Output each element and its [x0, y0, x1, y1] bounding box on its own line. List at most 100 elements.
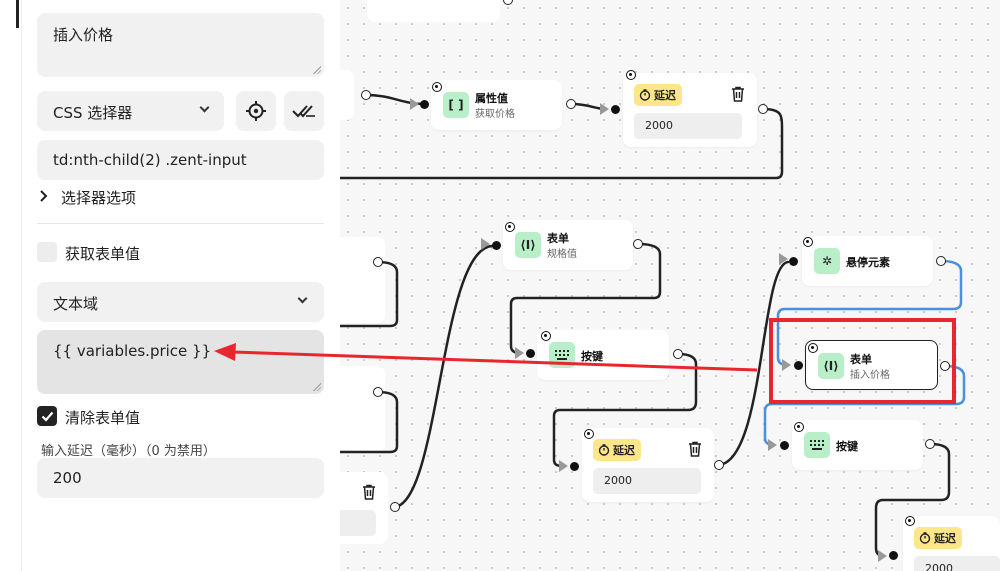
keyboard-icon	[804, 432, 830, 458]
input-port[interactable]	[780, 441, 789, 450]
output-port[interactable]	[566, 99, 576, 109]
description-text: 插入价格	[53, 26, 114, 44]
partial-delay-input[interactable]	[340, 510, 376, 536]
node-top-port[interactable]	[905, 516, 915, 526]
node-delay-3[interactable]: 延迟 2000	[903, 516, 1000, 571]
input-port[interactable]	[526, 349, 535, 358]
delay-label: 延迟	[934, 532, 956, 545]
node-top-port[interactable]	[541, 331, 551, 341]
selector-type-select[interactable]: CSS 选择器	[37, 91, 224, 131]
node-form-spec[interactable]: ⟨I⟩ 表单 规格值	[503, 220, 633, 270]
delay-badge: 延迟	[593, 439, 641, 461]
input-port[interactable]	[492, 241, 501, 250]
output-port[interactable]	[361, 90, 371, 100]
node-delay-2[interactable]: 延迟 2000	[582, 428, 714, 502]
output-port[interactable]	[373, 257, 383, 267]
node-keypress-2[interactable]: 按键	[792, 420, 923, 470]
input-arrow	[878, 550, 887, 562]
element-picker-button[interactable]	[236, 91, 276, 131]
timer-icon	[598, 444, 610, 456]
input-port[interactable]	[611, 105, 620, 114]
text-cursor-icon: ⟨I⟩	[818, 353, 844, 379]
input-delay-field[interactable]: 200	[37, 458, 324, 498]
check-icon	[41, 411, 53, 422]
chevron-down-icon	[199, 102, 210, 113]
input-delay-label: 输入延迟（毫秒）（0 为禁用）	[41, 444, 216, 459]
clear-form-value-label: 清除表单值	[65, 409, 141, 427]
delay-input[interactable]: 2000	[634, 113, 742, 139]
delay-input[interactable]: 2000	[593, 468, 701, 494]
node-subtitle: 插入价格	[850, 370, 890, 381]
output-port[interactable]	[673, 349, 683, 359]
resize-handle[interactable]	[313, 383, 321, 391]
output-port[interactable]	[940, 361, 950, 371]
node-top-port[interactable]	[432, 82, 442, 92]
selector-input[interactable]: td:nth-child(2) .zent-input	[37, 140, 324, 180]
partial-node-top[interactable]	[367, 0, 500, 22]
input-arrow	[515, 347, 524, 359]
trash-icon[interactable]	[688, 441, 702, 457]
panel-edge-bar	[16, 0, 19, 28]
chevron-right-icon	[40, 190, 48, 202]
input-port[interactable]	[889, 551, 898, 560]
output-port[interactable]	[714, 460, 724, 470]
output-port[interactable]	[936, 256, 946, 266]
output-port[interactable]	[758, 104, 768, 114]
delay-badge: 延迟	[634, 84, 682, 106]
trash-icon[interactable]	[362, 484, 376, 500]
text-cursor-icon: ⟨I⟩	[515, 232, 541, 258]
output-port[interactable]	[633, 239, 643, 249]
node-subtitle: 规格值	[547, 249, 577, 260]
input-port[interactable]	[789, 257, 798, 266]
node-attribute-value[interactable]: [ ] 属性值 获取价格	[431, 80, 562, 130]
node-hover-element[interactable]: ✲ 悬停元素	[802, 236, 933, 286]
trash-icon[interactable]	[731, 86, 745, 102]
node-keypress-1[interactable]: 按键	[537, 330, 669, 380]
node-title: 按键	[836, 440, 858, 453]
node-title: 悬停元素	[846, 256, 890, 269]
description-textarea[interactable]: 插入价格	[37, 13, 324, 77]
node-top-port[interactable]	[803, 237, 813, 247]
partial-node-left-3[interactable]	[340, 366, 385, 452]
node-delay-1[interactable]: 延迟 2000	[623, 73, 757, 147]
delay-label: 延迟	[613, 444, 635, 457]
output-port[interactable]	[390, 502, 400, 512]
chevron-down-icon	[297, 293, 308, 304]
selector-options-toggle[interactable]: 选择器选项	[37, 184, 237, 208]
text-value-textarea[interactable]: {{ variables.price }}	[37, 330, 324, 394]
keyboard-icon	[549, 342, 575, 368]
block-settings-panel: 插入价格 CSS 选择器 td:nth-child(2) .zent-input…	[0, 0, 340, 571]
double-check-icon	[292, 105, 315, 118]
resize-handle[interactable]	[313, 66, 321, 74]
pointer-click-icon: ✲	[814, 248, 840, 274]
verify-selector-button[interactable]	[284, 91, 324, 131]
delay-label: 延迟	[654, 89, 676, 102]
node-top-port[interactable]	[808, 343, 818, 353]
output-port[interactable]	[373, 387, 383, 397]
delay-input[interactable]: 2000	[914, 556, 1000, 571]
section-divider	[37, 223, 324, 224]
node-form-price[interactable]: ⟨I⟩ 表单 插入价格	[805, 340, 938, 390]
node-top-port[interactable]	[794, 422, 804, 432]
node-top-port[interactable]	[584, 429, 594, 439]
form-type-select[interactable]: 文本域	[37, 282, 324, 322]
partial-node-left-2[interactable]	[340, 237, 385, 323]
selector-options-label: 选择器选项	[61, 189, 137, 207]
get-form-value-checkbox[interactable]	[37, 242, 57, 262]
delay-badge: 延迟	[914, 527, 962, 549]
node-top-port[interactable]	[626, 70, 636, 80]
input-port[interactable]	[420, 100, 429, 109]
input-arrow	[768, 439, 777, 451]
brackets-icon: [ ]	[443, 92, 469, 118]
input-delay-text: 200	[53, 469, 82, 487]
node-title: 表单	[850, 353, 872, 366]
input-port[interactable]	[794, 361, 803, 370]
form-type-text: 文本域	[53, 295, 99, 313]
crosshair-icon	[246, 101, 266, 121]
output-port[interactable]	[925, 439, 935, 449]
input-port[interactable]	[570, 462, 579, 471]
selector-text: td:nth-child(2) .zent-input	[53, 151, 247, 169]
clear-form-value-checkbox[interactable]	[37, 406, 57, 426]
partial-node-left-1[interactable]	[340, 70, 354, 120]
node-top-port[interactable]	[505, 222, 515, 232]
